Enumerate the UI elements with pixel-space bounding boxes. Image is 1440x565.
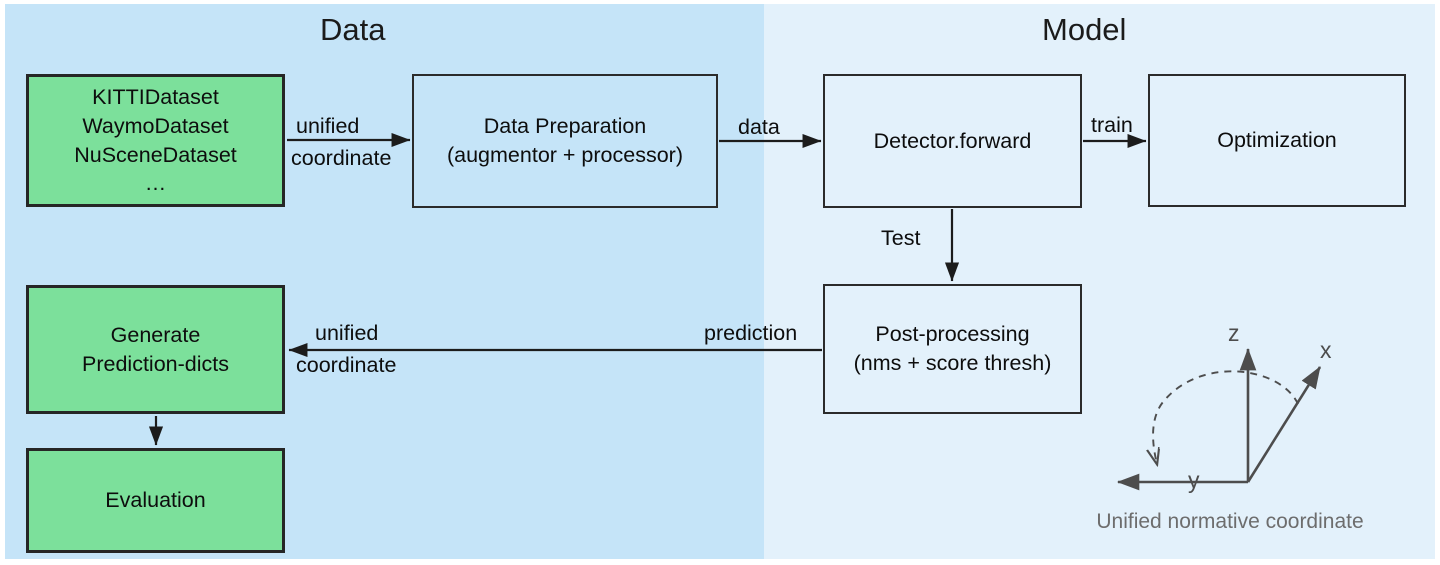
- node-detector-forward[interactable]: Detector.forward: [823, 74, 1082, 208]
- panel-model-background: [764, 4, 1435, 559]
- edge-label-unified-top: unified: [296, 114, 360, 138]
- section-title-data: Data: [320, 12, 386, 47]
- section-title-model: Model: [1042, 12, 1127, 47]
- node-datasets[interactable]: KITTIDataset WaymoDataset NuSceneDataset…: [26, 74, 285, 207]
- node-datasets-line-3: NuSceneDataset: [74, 142, 237, 167]
- node-data-preparation-line-1: Data Preparation: [483, 114, 647, 139]
- axis-label-x: x: [1320, 337, 1332, 363]
- node-optimization-label: Optimization: [1217, 128, 1337, 153]
- node-datasets-line-2: WaymoDataset: [82, 113, 229, 138]
- node-data-preparation[interactable]: Data Preparation (augmentor + processor): [412, 74, 718, 208]
- node-detector-forward-label: Detector.forward: [873, 128, 1032, 153]
- axis-label-y: y: [1188, 467, 1200, 493]
- node-evaluation-label: Evaluation: [105, 488, 206, 513]
- node-post-processing-line-1: Post-processing: [875, 322, 1030, 347]
- node-post-processing-line-2: (nms + score thresh): [853, 351, 1052, 375]
- edge-label-test: Test: [881, 226, 921, 250]
- node-generate-prediction-dicts-line-2: Prediction-dicts: [82, 351, 229, 376]
- edge-label-train: train: [1091, 113, 1133, 137]
- coordinate-widget-caption: Unified normative coordinate: [1096, 510, 1364, 533]
- axis-label-z: z: [1228, 320, 1240, 346]
- node-generate-prediction-dicts-line-1: Generate: [110, 322, 201, 347]
- node-data-preparation-line-2: (augmentor + processor): [446, 143, 683, 167]
- edge-label-data: data: [738, 115, 780, 139]
- node-datasets-line-1: KITTIDataset: [92, 85, 219, 110]
- edge-label-coordinate-top: coordinate: [291, 146, 392, 170]
- node-datasets-line-4: …: [144, 171, 167, 196]
- node-generate-prediction-dicts[interactable]: Generate Prediction-dicts: [26, 285, 285, 414]
- edge-label-coordinate-bottom: coordinate: [296, 353, 397, 377]
- edge-label-prediction: prediction: [704, 321, 798, 345]
- edge-label-unified-bottom: unified: [315, 321, 379, 345]
- node-post-processing[interactable]: Post-processing (nms + score thresh): [823, 284, 1082, 414]
- node-optimization[interactable]: Optimization: [1148, 74, 1406, 207]
- node-evaluation[interactable]: Evaluation: [26, 448, 285, 553]
